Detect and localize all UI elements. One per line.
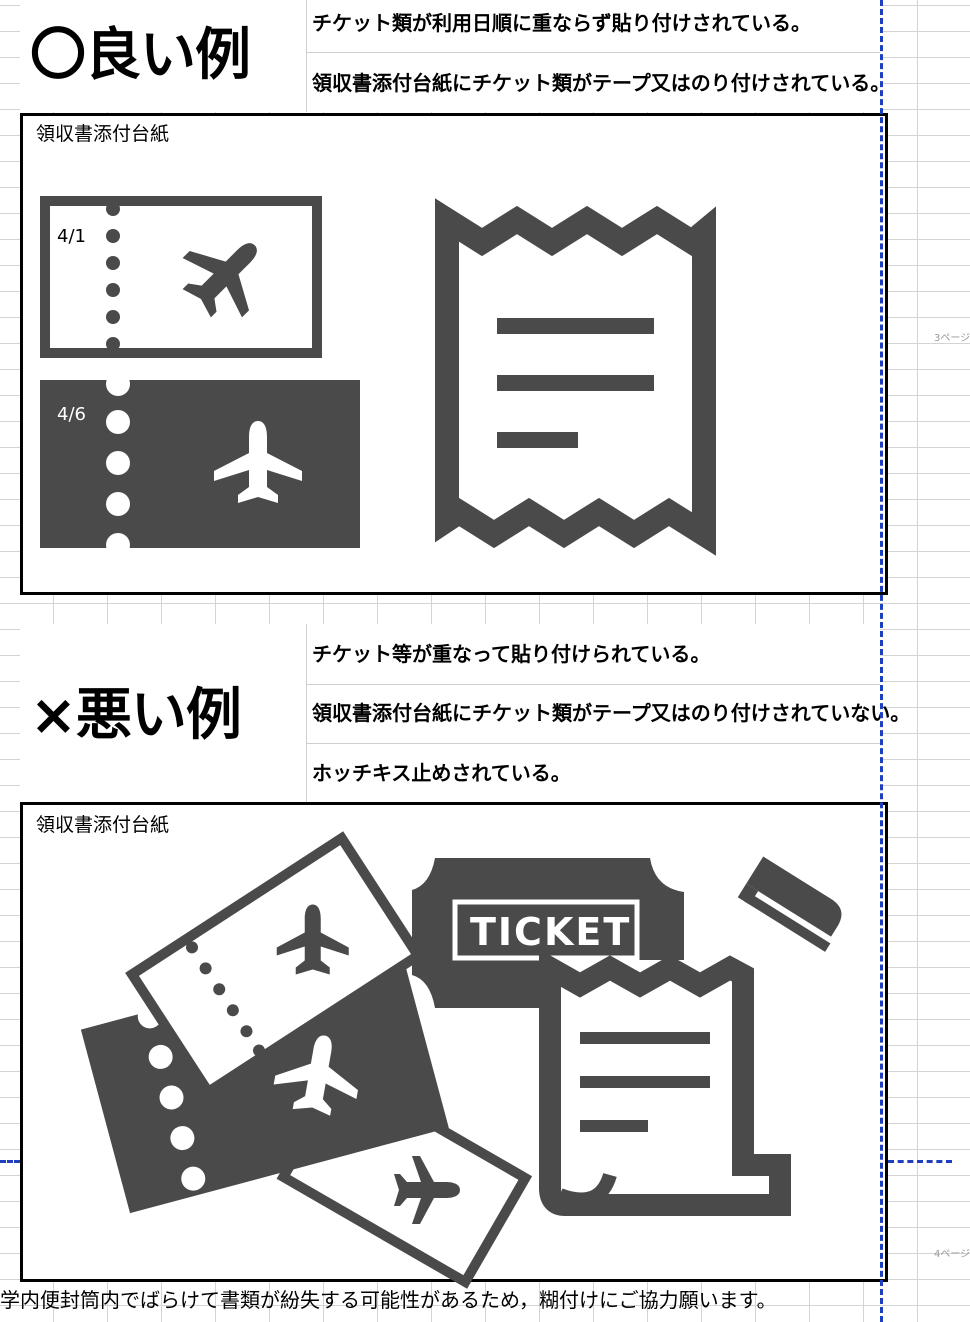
bad-header-row-line-2 <box>306 743 880 744</box>
good-panel-illustration <box>40 196 716 557</box>
stapler-icon <box>737 856 842 952</box>
ticket-word: TICKET <box>470 910 632 954</box>
overlapped-ticket-outline-icon <box>125 831 425 1099</box>
bad-header-row-line-1 <box>306 684 880 685</box>
ticket-date-4-1: 4/1 <box>57 226 86 247</box>
page-mark-4: 4ページ <box>934 1249 970 1260</box>
receipt-scroll-icon <box>539 949 791 1216</box>
bad-example-heading: ×悪い例 <box>30 683 242 748</box>
bad-panel-label: 領収書添付台紙 <box>36 814 170 836</box>
bad-header-area <box>20 624 880 802</box>
bad-note-1: チケット等が重なって貼り付けられている。 <box>312 642 711 666</box>
good-note-2: 領収書添付台紙にチケット類がテープ又はのり付けされている。 <box>312 71 891 95</box>
good-example-heading: 〇良い例 <box>30 23 251 88</box>
good-note-1: チケット類が利用日順に重ならず貼り付けされている。 <box>312 11 811 35</box>
good-header-row-line <box>306 52 880 53</box>
receipt-icon <box>435 198 716 556</box>
page-break-vertical <box>880 0 883 1322</box>
airplane-ticket-filled-icon <box>40 372 360 557</box>
airplane-icon <box>273 1035 358 1116</box>
ticket-date-4-6: 4/6 <box>57 404 86 425</box>
bad-note-3: ホッチキス止めされている。 <box>312 761 571 785</box>
page-break-horizontal-left <box>0 1160 20 1163</box>
bad-header-divider <box>306 624 307 802</box>
page-mark-3: 3ページ <box>934 333 970 344</box>
footer-note: 学内便封筒内でばらけて書類が紛失する可能性があるため，糊付けにご協力願います。 <box>0 1288 777 1312</box>
good-panel-label: 領収書添付台紙 <box>36 123 170 145</box>
bad-note-2: 領収書添付台紙にチケット類がテープ又はのり付けされていない。 <box>312 701 911 725</box>
good-header-area <box>20 0 880 112</box>
page-break-horizontal-right <box>888 1160 952 1163</box>
good-header-divider <box>306 0 307 112</box>
airplane-ticket-outline-icon <box>40 196 322 358</box>
